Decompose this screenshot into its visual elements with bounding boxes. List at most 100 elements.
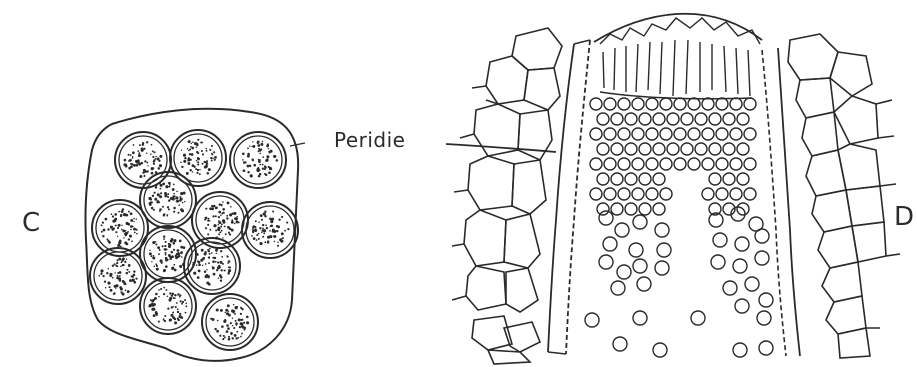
- peridie-pointer-line: [446, 144, 556, 152]
- spore: [681, 143, 693, 155]
- spore: [723, 113, 735, 125]
- spore: [733, 259, 747, 273]
- spore: [604, 98, 616, 110]
- spore: [674, 98, 686, 110]
- spore: [730, 158, 742, 170]
- spore: [653, 143, 665, 155]
- peridium-wall-right: [762, 48, 800, 356]
- spore: [695, 113, 707, 125]
- spore: [625, 173, 637, 185]
- spore: [716, 128, 728, 140]
- spore: [618, 188, 630, 200]
- spore: [702, 158, 714, 170]
- spore-cell: [140, 278, 196, 334]
- spore: [709, 113, 721, 125]
- peridium-wall-left: [548, 40, 590, 354]
- spore: [625, 203, 637, 215]
- spore: [611, 203, 623, 215]
- spore: [585, 313, 599, 327]
- spore: [632, 128, 644, 140]
- spore-cell: [170, 130, 226, 186]
- spore: [655, 223, 669, 237]
- spore: [597, 173, 609, 185]
- spore: [744, 128, 756, 140]
- spore: [709, 173, 721, 185]
- peridie-short-tick: [290, 143, 305, 146]
- spore: [688, 158, 700, 170]
- spore: [617, 265, 631, 279]
- spore: [660, 188, 672, 200]
- spore-cell: [140, 172, 196, 228]
- spore: [611, 113, 623, 125]
- spore: [618, 128, 630, 140]
- spore: [702, 128, 714, 140]
- spore: [691, 311, 705, 325]
- spore: [735, 299, 749, 313]
- spore: [618, 158, 630, 170]
- spore: [653, 343, 667, 357]
- spore: [733, 343, 747, 357]
- host-tissue-right: [788, 34, 900, 358]
- spore: [613, 337, 627, 351]
- spore: [597, 203, 609, 215]
- spore-mass: [585, 98, 773, 357]
- spore-cells: [90, 130, 298, 350]
- spore: [604, 158, 616, 170]
- spore: [688, 98, 700, 110]
- spore: [633, 311, 647, 325]
- spore: [590, 98, 602, 110]
- spore: [735, 237, 749, 251]
- spore-cell: [242, 202, 298, 258]
- spore: [639, 203, 651, 215]
- spore: [723, 281, 737, 295]
- spore: [660, 158, 672, 170]
- spore: [745, 277, 759, 291]
- spore: [730, 98, 742, 110]
- spore: [603, 237, 617, 251]
- spore-cell: [115, 132, 171, 188]
- spore: [633, 215, 647, 229]
- spore: [695, 143, 707, 155]
- spore: [646, 188, 658, 200]
- spore-cell: [230, 132, 286, 188]
- spore: [730, 128, 742, 140]
- spore: [716, 158, 728, 170]
- spore: [709, 143, 721, 155]
- spore: [590, 188, 602, 200]
- spore: [660, 128, 672, 140]
- spore: [646, 98, 658, 110]
- spore: [646, 128, 658, 140]
- panel-c-label: C: [22, 208, 40, 238]
- spore: [723, 143, 735, 155]
- spore: [755, 251, 769, 265]
- spore: [639, 173, 651, 185]
- spore: [759, 341, 773, 355]
- panel-d-label: D: [894, 202, 914, 232]
- spore: [604, 128, 616, 140]
- spore: [667, 143, 679, 155]
- spore: [611, 281, 625, 295]
- spore: [744, 188, 756, 200]
- spore: [633, 259, 647, 273]
- spore: [604, 188, 616, 200]
- spore: [632, 158, 644, 170]
- panel-c-spore-cluster: [85, 109, 298, 361]
- spore: [655, 261, 669, 275]
- spore: [632, 98, 644, 110]
- spore: [625, 113, 637, 125]
- spore: [611, 143, 623, 155]
- spore: [674, 158, 686, 170]
- spore: [653, 203, 665, 215]
- spore: [632, 188, 644, 200]
- spore: [599, 211, 613, 225]
- host-tissue-left: [452, 28, 562, 364]
- spore: [681, 113, 693, 125]
- spore: [755, 229, 769, 243]
- spore: [653, 173, 665, 185]
- spore: [625, 143, 637, 155]
- spore: [713, 233, 727, 247]
- spore: [660, 98, 672, 110]
- spore: [637, 277, 651, 291]
- panel-d-sorus-section: [452, 14, 900, 364]
